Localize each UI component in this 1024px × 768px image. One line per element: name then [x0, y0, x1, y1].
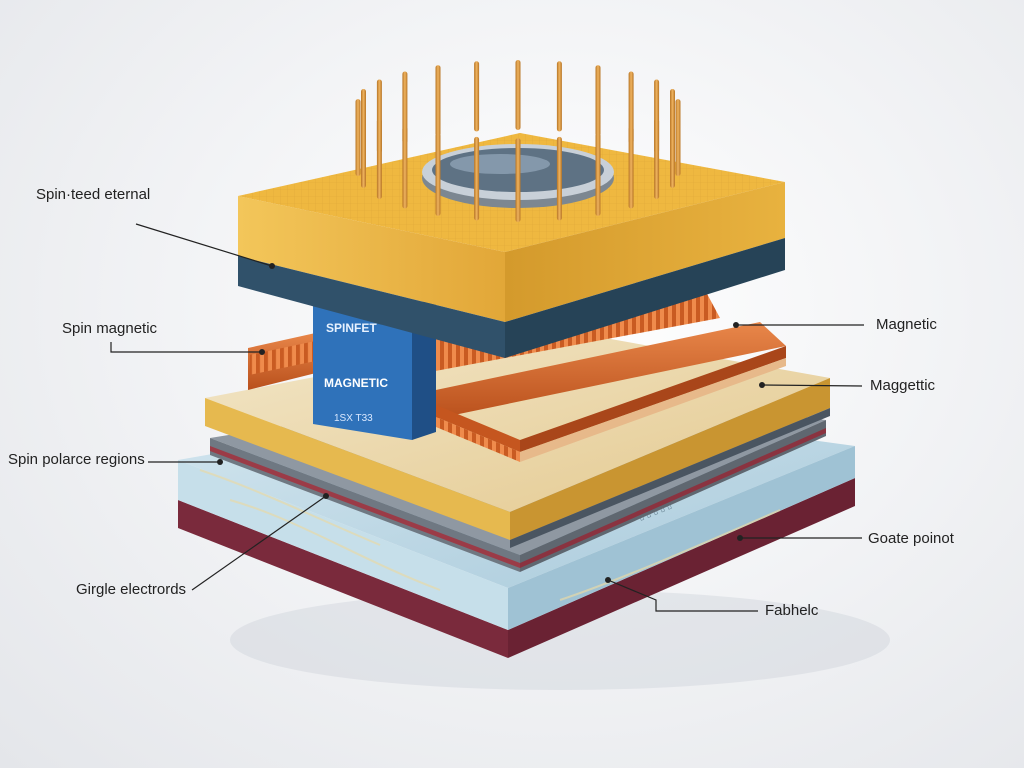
top-dark-band-front — [238, 256, 505, 358]
pin — [361, 109, 366, 188]
label-single-electrodes: Girgle electrords — [76, 581, 187, 598]
label-spin-magnetic: Spin magnetic — [62, 320, 158, 337]
pin — [595, 133, 601, 216]
base-blue-side — [508, 446, 855, 630]
leader-magnetic-lower — [761, 384, 863, 387]
mid-slab-side — [510, 378, 830, 540]
pin — [556, 61, 562, 132]
top-slab-front — [238, 196, 505, 322]
leader-dot — [737, 535, 743, 541]
magnetic-block-front — [313, 305, 412, 440]
pin — [474, 136, 480, 221]
pin — [595, 65, 601, 137]
label-magnetic-lower: Maggettic — [870, 377, 936, 394]
pin — [435, 133, 441, 216]
pin — [670, 109, 675, 188]
block-label-magnetic: MAGNETIC — [324, 376, 388, 390]
label-spin-fed-external: Spin·teed eternal — [36, 186, 151, 203]
ring-glass-shine — [450, 154, 550, 174]
leader-dot — [323, 493, 329, 499]
pin — [376, 118, 382, 199]
leader-spin-fed-external — [135, 223, 273, 267]
pin-array — [355, 60, 681, 222]
ground-shadow — [230, 590, 890, 690]
copper-left-fins — [250, 340, 316, 375]
copper-plate-side — [520, 346, 786, 452]
label-spin-polarized-regions: Spin polarce regions — [8, 451, 145, 468]
copper-plate-front — [412, 395, 520, 452]
pin — [435, 65, 441, 137]
pin — [654, 118, 660, 199]
electrode-layer-maroon-side — [520, 428, 826, 568]
base-swirl-pattern — [199, 469, 781, 601]
leader-single-electrodes — [191, 495, 327, 591]
block-label-code: 1SX T33 — [334, 413, 373, 424]
pin — [628, 71, 634, 144]
block-label-spinfet: SPINFET — [326, 321, 377, 335]
leader-dot — [269, 263, 275, 269]
pin — [355, 99, 361, 176]
leader-dot — [759, 382, 765, 388]
pin — [402, 126, 408, 209]
pin — [402, 71, 408, 144]
base-blue-front — [178, 460, 508, 630]
base-maroon-side — [508, 478, 855, 658]
leader-dot — [259, 349, 265, 355]
leader-lines — [110, 223, 864, 612]
pin — [556, 136, 562, 221]
pin — [515, 138, 521, 222]
pin — [515, 60, 521, 130]
top-slab-side — [505, 182, 785, 322]
mid-slab-front — [205, 398, 510, 540]
leader-dots — [217, 263, 765, 583]
pin — [675, 99, 681, 176]
label-magnetic: Magnetic — [876, 316, 937, 333]
copper-plate-top — [412, 322, 786, 420]
mid-slab-dark-edge — [510, 408, 830, 548]
pin — [628, 126, 634, 209]
copper-lip — [520, 358, 786, 462]
top-dark-band-side — [505, 238, 785, 358]
electrode-layer-maroon-front — [210, 446, 520, 568]
leader-fabric — [607, 579, 758, 612]
base-maroon-front — [178, 500, 508, 658]
pin — [474, 61, 480, 132]
leader-spin-magnetic — [110, 342, 262, 353]
leader-dot — [217, 459, 223, 465]
leader-dot — [733, 322, 739, 328]
leader-dot — [605, 577, 611, 583]
label-gate-point: Goate poinot — [868, 530, 954, 547]
copper-comb — [412, 407, 520, 462]
label-fabric: Fabhelc — [765, 602, 819, 619]
